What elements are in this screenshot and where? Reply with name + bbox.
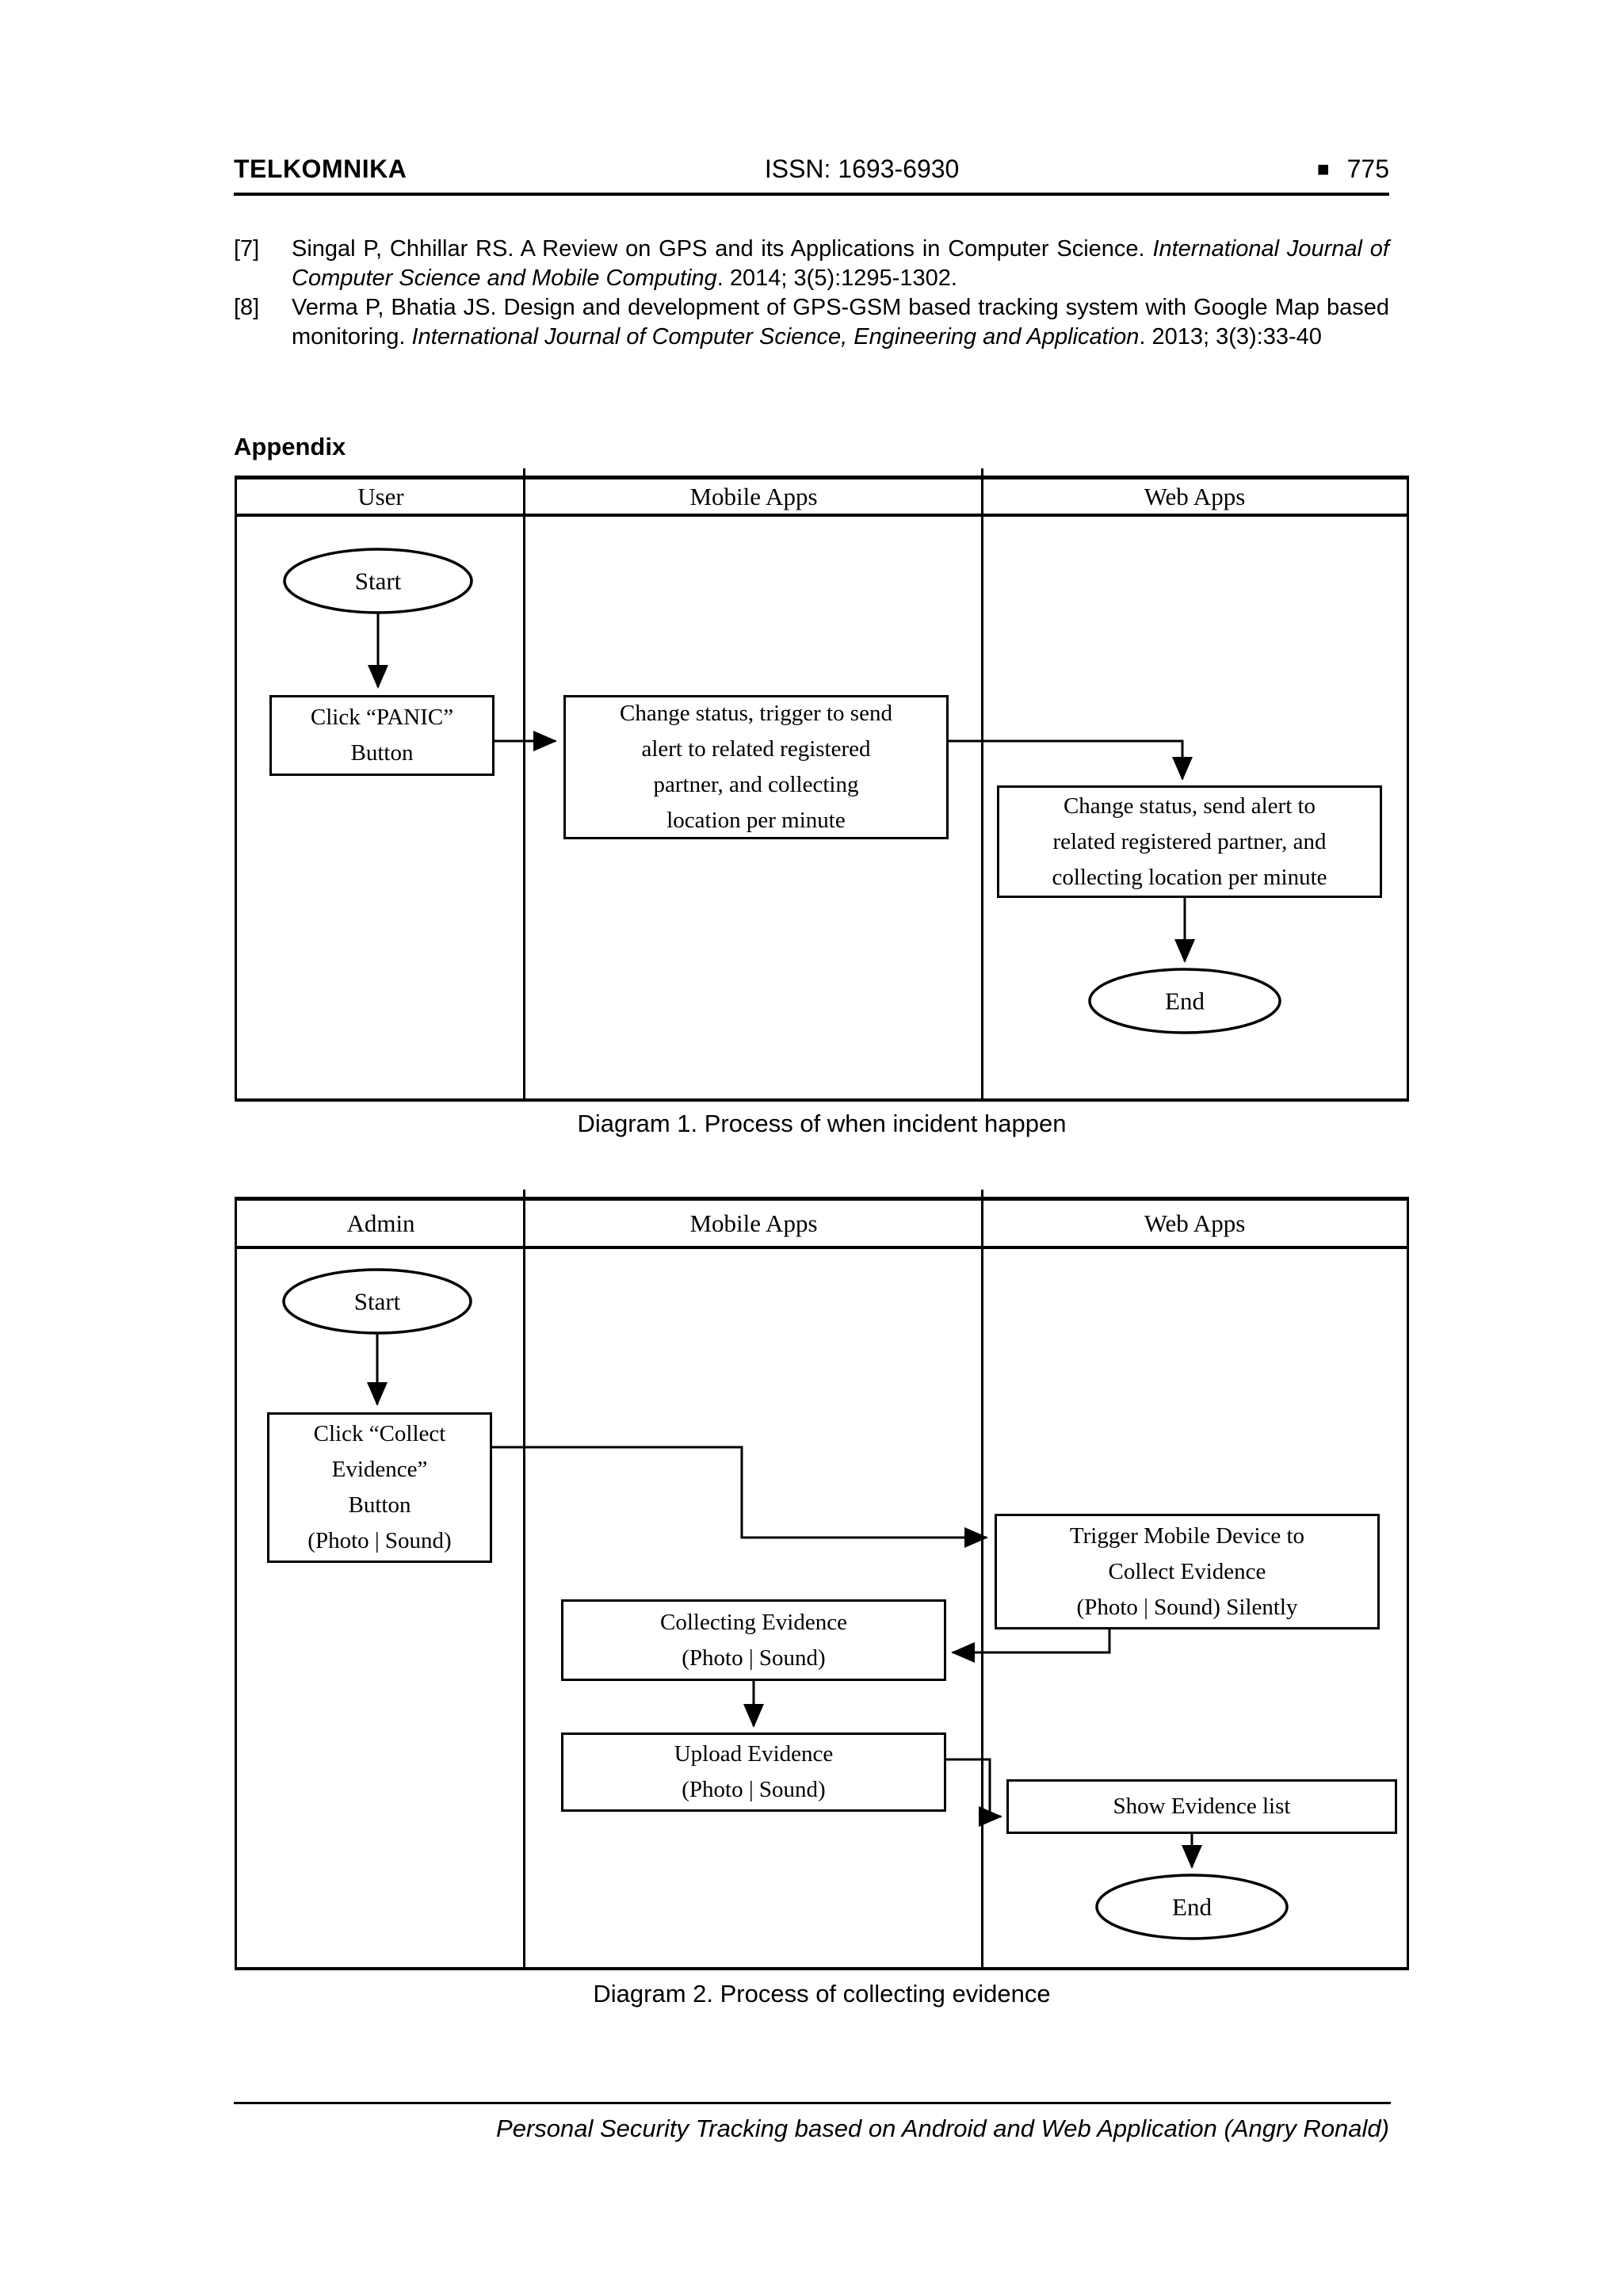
lane-label: Mobile Apps [689,1209,818,1237]
page-number-value: 775 [1346,154,1389,183]
reference-text-part: . 2013; 3(3):33-40 [1139,324,1322,350]
lane-header-web-apps: Web Apps [983,1201,1407,1249]
header-rule [234,193,1389,196]
start-label: Start [354,1288,401,1316]
end-label: End [1172,1893,1212,1921]
reference-list: [7] Singal P, Chhillar RS. A Review on G… [234,235,1389,352]
reference-text: Verma P, Bhatia JS. Design and developme… [292,295,1389,350]
journal-name: TELKOMNIKA [234,154,407,183]
lane-divider [523,1190,525,1967]
connector-trigger-to-collecting [951,1629,1111,1663]
page-number: ■ 775 [1317,155,1389,184]
reference-item-8: [8] Verma P, Bhatia JS. Design and devel… [234,293,1389,352]
diagram-1-swimlane: User Mobile Apps Web Apps Start End Clic [235,468,1409,1102]
node-upload-evidence: Upload Evidence (Photo | Sound) [561,1733,946,1812]
node-collecting-evidence: Collecting Evidence (Photo | Sound) [561,1599,946,1681]
lane-header-user: User [237,479,525,517]
square-bullet-icon: ■ [1316,157,1330,181]
node-web-change-status: Change status, send alert to related reg… [997,785,1382,898]
reference-text-part: Singal P, Chhillar RS. A Review on GPS a… [292,236,1153,262]
lane-divider [523,468,525,1098]
lane-divider [981,468,983,1098]
node-show-evidence-list: Show Evidence list [1006,1779,1397,1834]
end-terminator [1088,968,1281,1034]
footer-rule [234,2102,1391,2104]
lane-label: Web Apps [1144,1209,1246,1237]
diagram-2-swimlane: Admin Mobile Apps Web Apps Start End [235,1190,1409,1970]
connector-upload-to-show [946,1758,1002,1827]
node-click-panic-button: Click “PANIC” Button [269,695,495,776]
reference-journal-name: International Journal of Computer Scienc… [292,236,1389,291]
diagram-2-wires: Start End [282,1268,1289,1940]
appendix-heading: Appendix [234,433,346,460]
lane-header-mobile-apps: Mobile Apps [525,1201,983,1249]
connector-collect-to-trigger [492,1446,988,1548]
lane-divider [981,1190,983,1967]
reference-journal-name: International Journal of Computer Scienc… [411,324,1140,350]
diagram-2-caption: Diagram 2. Process of collecting evidenc… [593,1980,1051,2008]
diagram-1-wires: Start End [283,548,1281,1034]
reference-label: [7] [234,236,260,262]
reference-text-part: Verma P, Bhatia JS. Design and developme… [292,295,1389,350]
page-header: TELKOMNIKA ISSN: 1693-6930 ■ 775 [234,152,1389,185]
footer-running-title: Personal Security Tracking based on Andr… [496,2115,1389,2142]
lane-label: Web Apps [1144,482,1246,510]
lane-label: Mobile Apps [689,482,818,510]
lane-header-admin: Admin [237,1201,525,1249]
node-mobile-change-status: Change status, trigger to send alert to … [563,695,949,839]
lane-label: User [357,482,404,510]
node-trigger-mobile-device: Trigger Mobile Device to Collect Evidenc… [995,1514,1380,1629]
issn-text: ISSN: 1693-6930 [764,154,960,183]
reference-text: Singal P, Chhillar RS. A Review on GPS a… [292,236,1389,291]
reference-label: [8] [234,295,260,320]
end-terminator [1095,1874,1289,1940]
lane-header-web-apps: Web Apps [983,479,1407,517]
reference-item-7: [7] Singal P, Chhillar RS. A Review on G… [234,235,1389,293]
end-label: End [1165,988,1205,1015]
reference-text-part: . 2014; 3(5):1295-1302. [716,266,957,291]
connector-mobile-to-web [949,739,1193,781]
lane-label: Admin [346,1209,415,1237]
lane-header-mobile-apps: Mobile Apps [525,479,983,517]
node-click-collect-evidence-button: Click “Collect Evidence” Button (Photo |… [267,1412,492,1563]
start-label: Start [355,567,402,595]
diagram-1-caption: Diagram 1. Process of when incident happ… [577,1110,1067,1137]
